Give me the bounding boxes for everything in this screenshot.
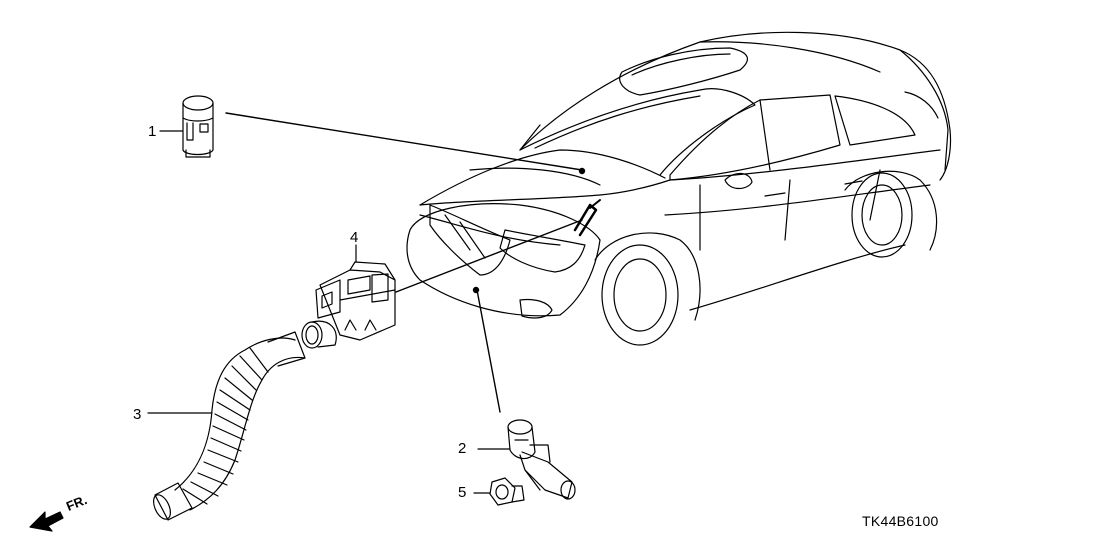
callout-part-4: 4 xyxy=(350,229,359,246)
part-4-sensor-unit xyxy=(301,244,396,349)
diagram-code: TK44B6100 xyxy=(862,513,939,529)
car-illustration xyxy=(406,31,952,346)
front-direction-arrow xyxy=(29,511,64,532)
callout-part-2: 2 xyxy=(458,440,467,457)
callout-part-3: 3 xyxy=(133,406,142,423)
callout-part-5: 5 xyxy=(458,484,467,501)
part-2-pressure-sensor xyxy=(477,419,576,500)
part-3-duct xyxy=(147,331,306,521)
callout-part-1: 1 xyxy=(148,123,157,140)
part-5-fitting xyxy=(473,477,525,506)
leader-lines xyxy=(225,112,586,413)
part-1-sensor xyxy=(159,95,214,158)
